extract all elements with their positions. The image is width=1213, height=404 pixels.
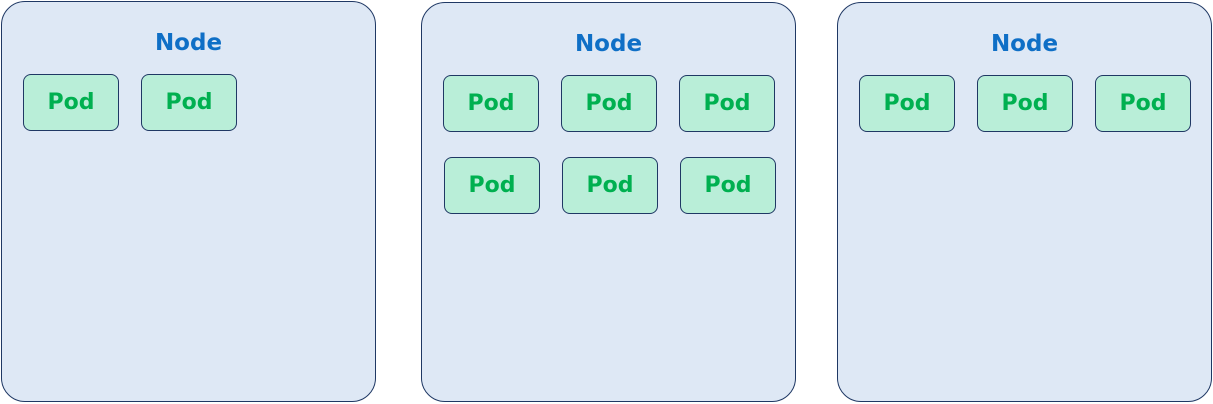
- node-box-3: Node Pod Pod Pod: [837, 2, 1212, 402]
- pod-box: Pod: [444, 157, 540, 214]
- pod-box: Pod: [443, 75, 539, 132]
- pod-box: Pod: [561, 75, 657, 132]
- pod-box: Pod: [680, 157, 776, 214]
- pod-box: Pod: [859, 75, 955, 132]
- pod-box: Pod: [977, 75, 1073, 132]
- pod-box: Pod: [141, 74, 237, 131]
- node-title: Node: [574, 31, 643, 57]
- node-title: Node: [154, 30, 223, 56]
- pod-box: Pod: [562, 157, 658, 214]
- pod-box: Pod: [23, 74, 119, 131]
- pod-box: Pod: [1095, 75, 1191, 132]
- node-title: Node: [990, 31, 1059, 57]
- pod-box: Pod: [679, 75, 775, 132]
- node-box-1: Node Pod Pod: [1, 1, 376, 402]
- node-box-2: Node Pod Pod Pod Pod Pod Pod: [421, 2, 796, 402]
